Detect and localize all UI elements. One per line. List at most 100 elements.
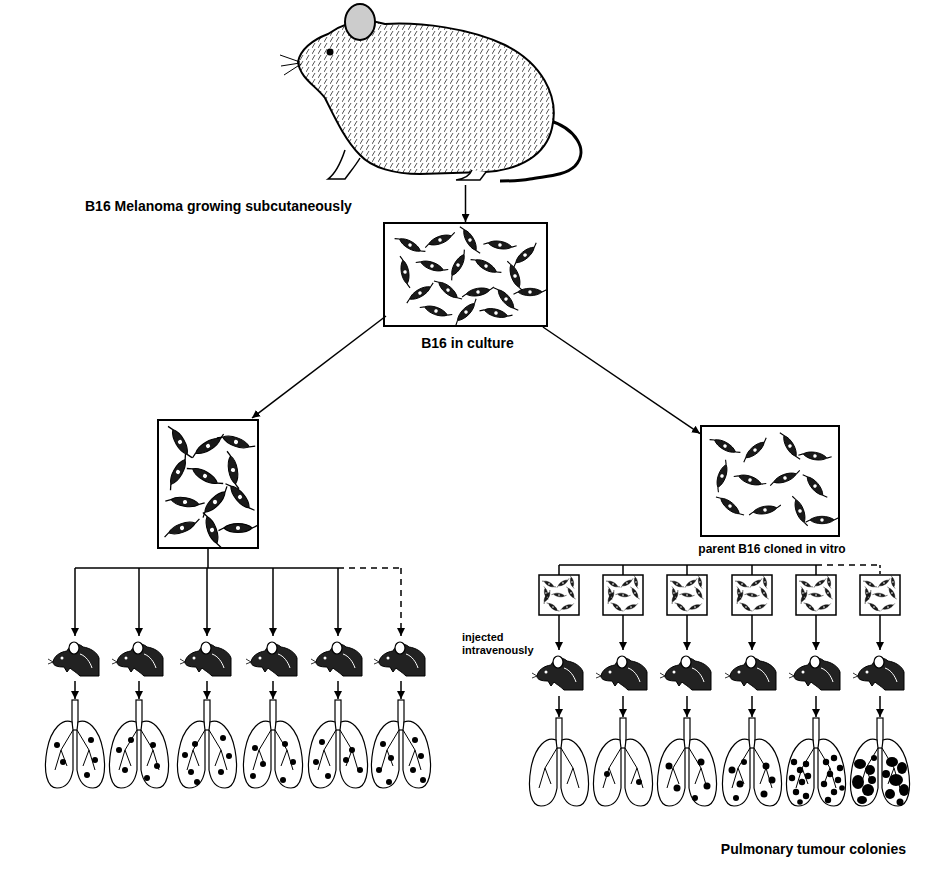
lungs: [604, 771, 610, 777]
arrow: [815, 615, 817, 650]
culture-box: parent B16 cloned in vitro: [700, 425, 840, 537]
lungs: [854, 759, 866, 769]
mouse-icon: [311, 642, 362, 676]
clone-dish: [732, 575, 772, 615]
lungs: [188, 769, 194, 775]
lungs: [692, 795, 698, 801]
culture-box: B16 in culture: [383, 222, 548, 327]
lungs: [388, 755, 394, 761]
branch-line: [338, 567, 401, 569]
lungs: [218, 769, 224, 775]
lungs: [733, 795, 739, 801]
lungs: [109, 700, 168, 788]
lungs: [657, 718, 716, 806]
cultured-cells: [398, 255, 411, 289]
lungs: [803, 793, 809, 799]
lungs: [722, 718, 781, 806]
lungs: [769, 777, 776, 784]
lungs: [805, 773, 811, 779]
lungs: [529, 718, 588, 806]
cultured-cells: [459, 224, 482, 256]
lungs: [220, 735, 226, 741]
lungs: [786, 718, 845, 806]
box-caption: B16 in culture: [421, 335, 514, 352]
label-holder: Pulmonary tumour colonies: [721, 841, 906, 858]
lungs: [410, 767, 416, 773]
lungs: [418, 753, 424, 759]
mouse-icon: [532, 656, 904, 690]
clone-dish: [603, 575, 643, 615]
lungs: [885, 789, 895, 799]
cultured-cells: [415, 257, 449, 275]
lungs: [282, 741, 288, 747]
lungs: [698, 759, 705, 766]
branch-line: [138, 568, 140, 636]
arrow: [558, 696, 560, 717]
lungs: [666, 763, 673, 770]
arrow: [337, 681, 339, 699]
culture-dish: [224, 479, 256, 515]
mouse-icon: [660, 656, 711, 690]
lungs: [741, 759, 747, 765]
cultured-cells: [394, 234, 426, 257]
mouse-illustration: [345, 4, 375, 40]
mouse-figure: B16 Melanoma growing subcutaneously: [290, 0, 590, 185]
cultured-cells: [713, 459, 731, 493]
mouse-icon: [48, 642, 99, 676]
lungs: [54, 742, 60, 748]
lungs: [868, 776, 876, 784]
cultured-cells: [779, 430, 802, 462]
culture-dish: [186, 462, 224, 489]
lungs: [897, 762, 907, 774]
arrow: [74, 681, 76, 699]
lungs: [827, 771, 833, 777]
cultured-cells: [483, 238, 517, 251]
clone-dish: [860, 575, 900, 615]
lungs: [150, 742, 156, 748]
lungs: [793, 789, 799, 795]
cultured-cells: [798, 449, 832, 462]
mouse-icon: [725, 656, 776, 690]
lungs: [837, 765, 843, 771]
lungs: [529, 718, 909, 806]
box-caption: parent B16 cloned in vitro: [698, 542, 845, 556]
lungs: [850, 718, 909, 806]
branch-line: [272, 568, 274, 636]
arrow: [558, 615, 560, 650]
clone-dish: [796, 575, 836, 615]
cultured-cells: [802, 471, 829, 501]
lungs: [182, 752, 188, 758]
clone-dish: [542, 575, 577, 613]
cultured-cells: [709, 430, 839, 528]
clone-dish: [603, 575, 643, 615]
lungs: [737, 781, 744, 788]
lungs: [791, 759, 797, 765]
arrow: [206, 681, 208, 699]
lungs: [704, 783, 711, 790]
lungs: [45, 700, 104, 788]
lungs: [636, 779, 642, 785]
annotation: injected intravenously: [462, 631, 546, 657]
cultured-cells: [433, 277, 463, 304]
arrow: [252, 316, 386, 418]
cultured-cells: [447, 249, 470, 281]
arrow: [751, 615, 753, 650]
lungs: [128, 737, 134, 743]
culture-dish: [165, 494, 205, 509]
cultured-cells: [806, 516, 839, 523]
lungs: [797, 799, 803, 805]
lungs: [882, 770, 890, 778]
lungs: [821, 781, 827, 787]
lungs: [761, 791, 768, 798]
cultured-cells: [768, 469, 802, 487]
clone-dish: [860, 575, 900, 615]
lungs: [789, 775, 795, 781]
arrow: [559, 615, 880, 650]
culture-dish: [158, 420, 258, 550]
cultured-cells: [470, 255, 502, 278]
lungs: [831, 789, 837, 795]
lungs: [84, 772, 90, 778]
lungs: [154, 763, 160, 769]
